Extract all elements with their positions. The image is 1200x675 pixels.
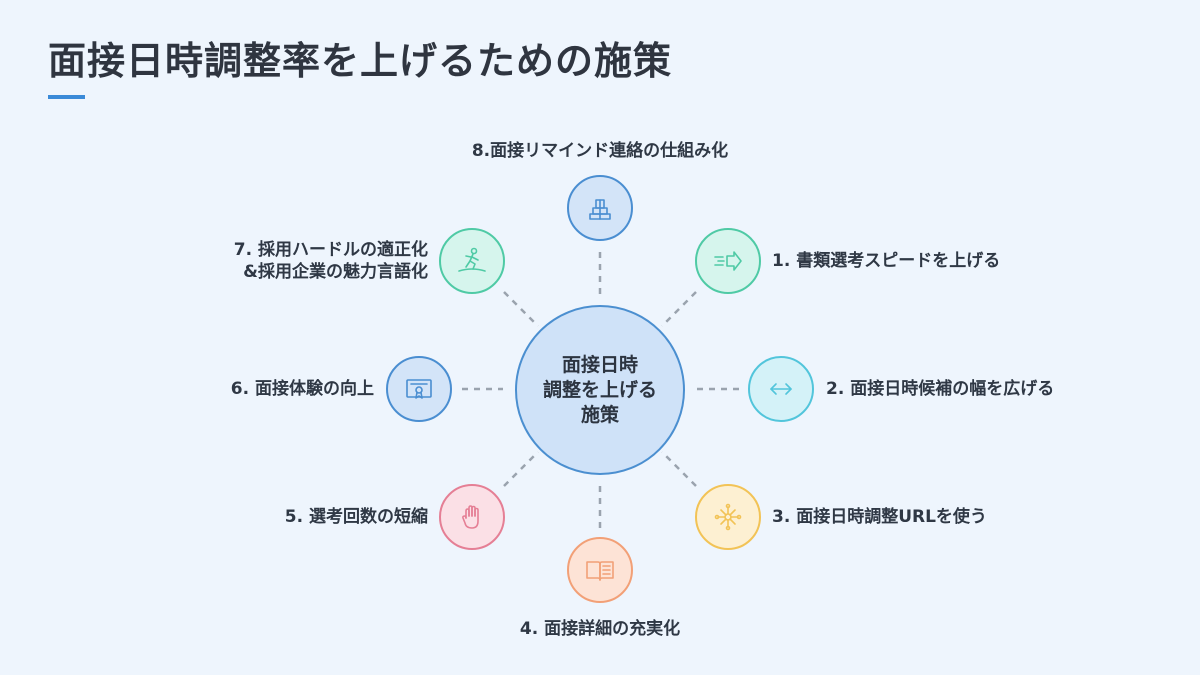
surfer-icon — [458, 247, 486, 272]
connector-3 — [661, 451, 697, 487]
label-line: 5. 選考回数の短縮 — [284, 507, 428, 527]
label-7: 7. 採用ハードルの適正化 &採用企業の魅力言語化 — [234, 239, 428, 283]
center-hub: 面接日時 調整を上げる 施策 — [515, 305, 685, 475]
label-5: 5. 選考回数の短縮 — [285, 506, 428, 528]
node-5[interactable] — [439, 484, 505, 550]
connector-7 — [503, 291, 539, 327]
title-accent-bar — [48, 95, 85, 99]
label-1: 1. 書類選考スピードを上げる — [772, 250, 1000, 272]
node-7[interactable] — [439, 228, 505, 294]
label-3: 3. 面接日時調整URLを使う — [772, 506, 987, 528]
connector-5 — [503, 451, 539, 487]
fast-arrow-icon — [714, 251, 742, 271]
label-line: 8.面接リマインド連絡の仕組み化 — [471, 141, 729, 161]
label-line: 2. 面接日時候補の幅を広げる — [826, 379, 1055, 399]
node-8[interactable] — [567, 175, 633, 241]
label-6: 6. 面接体験の向上 — [231, 378, 374, 400]
node-2[interactable] — [748, 356, 814, 422]
label-line: &採用企業の魅力言語化 — [243, 262, 428, 282]
label-line: 6. 面接体験の向上 — [230, 379, 374, 399]
hub-line: 施策 — [580, 403, 619, 426]
label-line: 4. 面接詳細の充実化 — [519, 619, 681, 639]
label-line: 7. 採用ハードルの適正化 — [233, 240, 428, 260]
label-4: 4. 面接詳細の充実化 — [400, 618, 800, 640]
hub-line: 調整を上げる — [542, 378, 657, 401]
book-icon — [586, 561, 614, 581]
network-icon — [714, 503, 742, 531]
label-line: 3. 面接日時調整URLを使う — [772, 507, 987, 527]
hub-line: 面接日時 — [561, 353, 638, 376]
page-title: 面接日時調整率を上げるための施策 — [48, 39, 673, 83]
double-arrow-icon — [770, 383, 792, 395]
pyramid-icon — [589, 199, 611, 220]
label-2: 2. 面接日時候補の幅を広げる — [826, 378, 1054, 400]
node-3[interactable] — [695, 484, 761, 550]
hand-icon — [462, 505, 479, 529]
connector-1 — [661, 291, 697, 327]
node-6[interactable] — [386, 356, 452, 422]
label-8: 8.面接リマインド連絡の仕組み化 — [400, 140, 800, 162]
node-4[interactable] — [567, 537, 633, 603]
node-1[interactable] — [695, 228, 761, 294]
certificate-icon — [406, 379, 432, 399]
label-line: 1. 書類選考スピードを上げる — [772, 251, 1001, 271]
